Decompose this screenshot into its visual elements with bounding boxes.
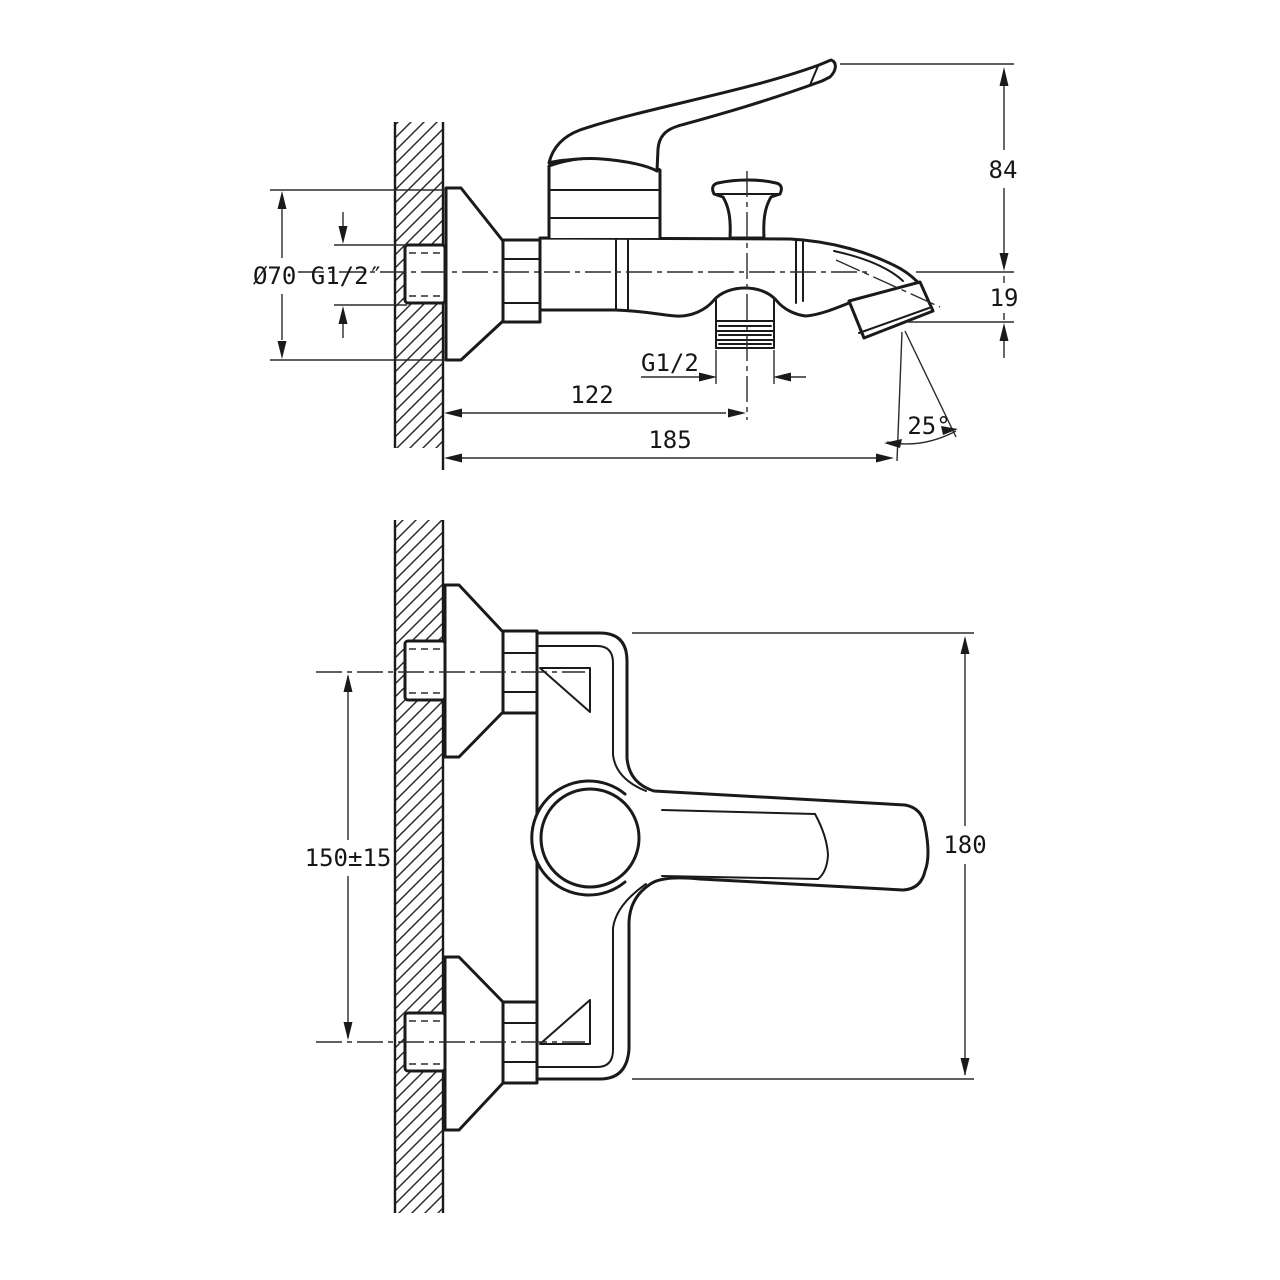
dim-outlet-g12: G1/2 [641, 349, 806, 384]
hex-nut-side [501, 238, 542, 324]
arrowhead-down [999, 253, 1009, 271]
lever-cap-circle [539, 787, 641, 889]
arrowhead-right [876, 453, 894, 463]
arrowhead-down [960, 1058, 970, 1076]
dim-150: 150±15 [305, 674, 392, 1040]
spout-aerator [847, 280, 935, 340]
hidden-thread-line [409, 648, 443, 694]
escutcheon-lower [443, 955, 505, 1132]
dim-label-84: 84 [989, 156, 1018, 184]
arrowhead-left [444, 453, 462, 463]
aerator-band [847, 280, 935, 340]
dim-label-150: 150±15 [305, 844, 392, 872]
arrowhead-right [941, 426, 958, 435]
side-view: Ø70 G1/2″ 84 19 122 1 [253, 58, 1018, 470]
ext-lines-thread [334, 244, 407, 306]
hidden-thread-line [409, 1020, 443, 1065]
dim-label-180: 180 [943, 831, 986, 859]
cartridge-rings [550, 189, 659, 219]
cartridge-block [547, 156, 662, 240]
handle-inner-endcap [814, 813, 829, 880]
lever-tip-fold [809, 65, 819, 86]
ext-lines [840, 63, 1014, 273]
dim-122: 122 [444, 381, 746, 418]
dim-185: 185 [444, 426, 894, 463]
eccentric-connector-side [403, 243, 447, 305]
arrowhead-right [699, 372, 717, 382]
mixer-body-spout [538, 236, 923, 318]
dim-label-connection: Ø70 G1/2″ [253, 262, 383, 290]
nut-facets [502, 1022, 538, 1063]
nut-facets [502, 258, 541, 304]
dim-label-25: 25° [907, 412, 950, 440]
shower-outlet-thread [715, 299, 775, 349]
lever-handle-side [547, 58, 837, 173]
arrowhead-up [960, 636, 970, 654]
eccentric-upper [403, 639, 447, 702]
nut-facets [502, 652, 538, 693]
arrowhead-right [728, 408, 746, 418]
arrowhead-up [999, 323, 1009, 341]
inner-line-upper [536, 645, 647, 792]
arrowhead-down [277, 341, 287, 359]
inner-line-lower [536, 883, 647, 1068]
aerator-rim [858, 307, 930, 334]
dim-180: 180 [632, 632, 987, 1080]
dim-drop-19: 19 [908, 276, 1018, 358]
spout-inner-curve [833, 250, 904, 282]
front-view: 150±15 180 [305, 520, 987, 1213]
thread-ridges [715, 320, 775, 349]
ext-lines [632, 632, 974, 1080]
cartridge-and-lever [547, 58, 837, 240]
arrowhead-left [773, 372, 791, 382]
dim-label-122: 122 [570, 381, 613, 409]
escutcheon-upper [443, 583, 505, 759]
dim-label-185: 185 [648, 426, 691, 454]
arrowhead-up [343, 674, 353, 692]
escutcheon-cone-side [444, 186, 505, 362]
dim-label-19: 19 [990, 284, 1019, 312]
handle-inner-edges [661, 809, 819, 880]
arrowhead-down [338, 226, 348, 244]
wall-hatch [395, 520, 443, 1213]
wall-section-front [393, 520, 445, 1213]
arrowhead-left [444, 408, 462, 418]
mixer-body-front [535, 631, 930, 1081]
chamfer-upper [539, 667, 591, 713]
arrowhead-up [338, 306, 348, 324]
ext-lines [715, 350, 775, 384]
arrowhead-up [277, 191, 287, 209]
spout-end-axis [835, 259, 941, 308]
lever-front [530, 779, 829, 897]
dim-label-g12: G1/2 [641, 349, 699, 377]
dim-angle-25: 25° [884, 330, 958, 462]
eccentric-body [403, 639, 447, 702]
arrowhead-up [999, 67, 1009, 86]
arrowhead-left [884, 439, 902, 448]
arrowhead-down [343, 1022, 353, 1040]
nut-body [501, 238, 542, 324]
angle-legs [896, 330, 957, 462]
body-joint-lines [615, 239, 804, 310]
dim-connection: Ø70 G1/2″ [253, 189, 446, 361]
dim-height-84: 84 [840, 63, 1018, 273]
ext-lines [270, 189, 446, 361]
chamfer-lower [539, 999, 591, 1045]
